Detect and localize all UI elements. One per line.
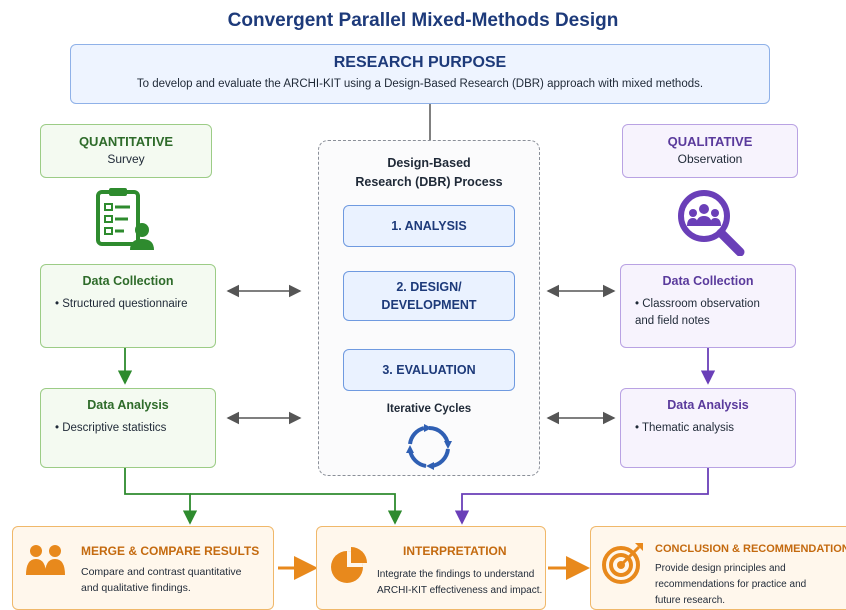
conclusion-box: CONCLUSION & RECOMMENDATIONS Provide des… [590,526,846,610]
conclusion-text: Provide design principles and recommenda… [655,563,807,606]
research-purpose-box: RESEARCH PURPOSE To develop and evaluate… [70,44,770,104]
quantitative-header-box: QUANTITATIVE Survey [40,124,212,178]
pie-chart-icon [331,547,367,583]
dbr-title: Design-Based Research (DBR) Process [355,156,503,189]
conclusion-title: CONCLUSION & RECOMMENDATIONS [655,543,846,555]
quant-analysis-item: • Descriptive statistics [55,422,167,434]
dbr-step-analysis: 1. ANALYSIS [343,205,515,247]
qual-data-analysis-box: Data Analysis • Thematic analysis [620,388,796,468]
qual-analysis-item: • Thematic analysis [635,422,735,434]
merge-title: MERGE & COMPARE RESULTS [81,544,260,558]
quant-data-collection-box: Data Collection • Structured questionnai… [40,264,216,348]
qual-analysis-title: Data Analysis [667,398,749,412]
dbr-step-design: 2. DESIGN/ DEVELOPMENT [343,271,515,321]
research-purpose-text: To develop and evaluate the ARCHI-KIT us… [136,78,704,90]
quant-to-merge-arrow [124,468,198,525]
qual-to-interpretation-arrow [454,468,709,525]
dbr-process-box: Design-Based Research (DBR) Process 1. A… [318,140,540,476]
diagram-title: Convergent Parallel Mixed-Methods Design [227,10,619,31]
qual-data-collection-box: Data Collection • Classroom observation … [620,264,796,348]
qual-collection-item: • Classroom observation and field notes [635,298,760,327]
qualitative-heading: QUALITATIVE [667,134,753,149]
interpretation-title: INTERPRETATION [403,544,507,558]
qualitative-method: Observation [677,152,743,166]
interpretation-text: Integrate the findings to understand ARC… [377,569,543,596]
quant-collection-item: • Structured questionnaire [55,298,188,310]
quant-data-analysis-box: Data Analysis • Descriptive statistics [40,388,216,468]
clipboard-user-icon [96,188,154,250]
qual-collection-title: Data Collection [662,274,754,288]
cycle-arrows-icon [406,424,452,470]
qualitative-header-box: QUALITATIVE Observation [622,124,798,178]
quant-to-interpretation-arrow [190,493,403,525]
merge-text: Compare and contrast quantitative and qu… [81,566,242,594]
interpretation-box: INTERPRETATION Integrate the findings to… [316,526,546,610]
quant-analysis-title: Data Analysis [87,398,169,412]
target-icon [602,543,643,584]
research-purpose-heading: RESEARCH PURPOSE [333,54,507,71]
magnifier-group-icon [678,190,745,256]
dbr-step-evaluation: 3. EVALUATION [343,349,515,391]
group-icon [26,545,65,575]
merge-compare-box: MERGE & COMPARE RESULTS Compare and cont… [12,526,274,610]
iterative-cycles-label: Iterative Cycles [386,403,472,415]
quant-collection-title: Data Collection [82,274,174,288]
quantitative-method: Survey [107,152,145,166]
quantitative-heading: QUANTITATIVE [78,134,174,149]
